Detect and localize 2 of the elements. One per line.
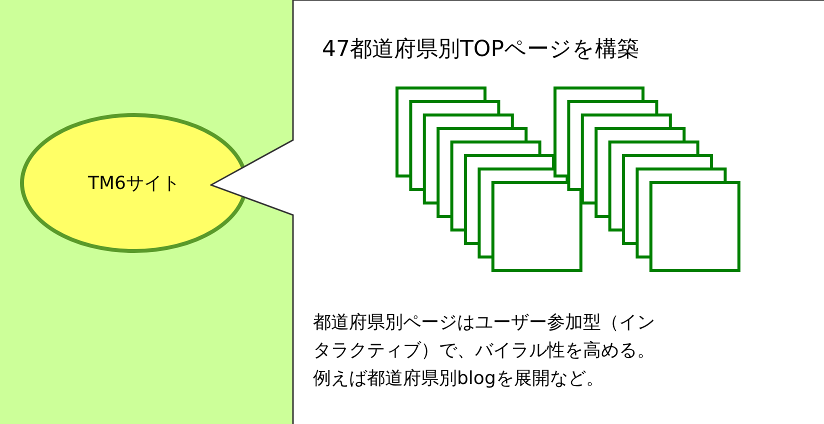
callout-heading: 47都道府県別TOPページを構築 — [322, 36, 640, 64]
callout-text: 都道府県別ページはユーザー参加型（インタラクティブ）で、バイラル性を高める。例えば都道府県別blogを展開など。 — [313, 311, 656, 391]
